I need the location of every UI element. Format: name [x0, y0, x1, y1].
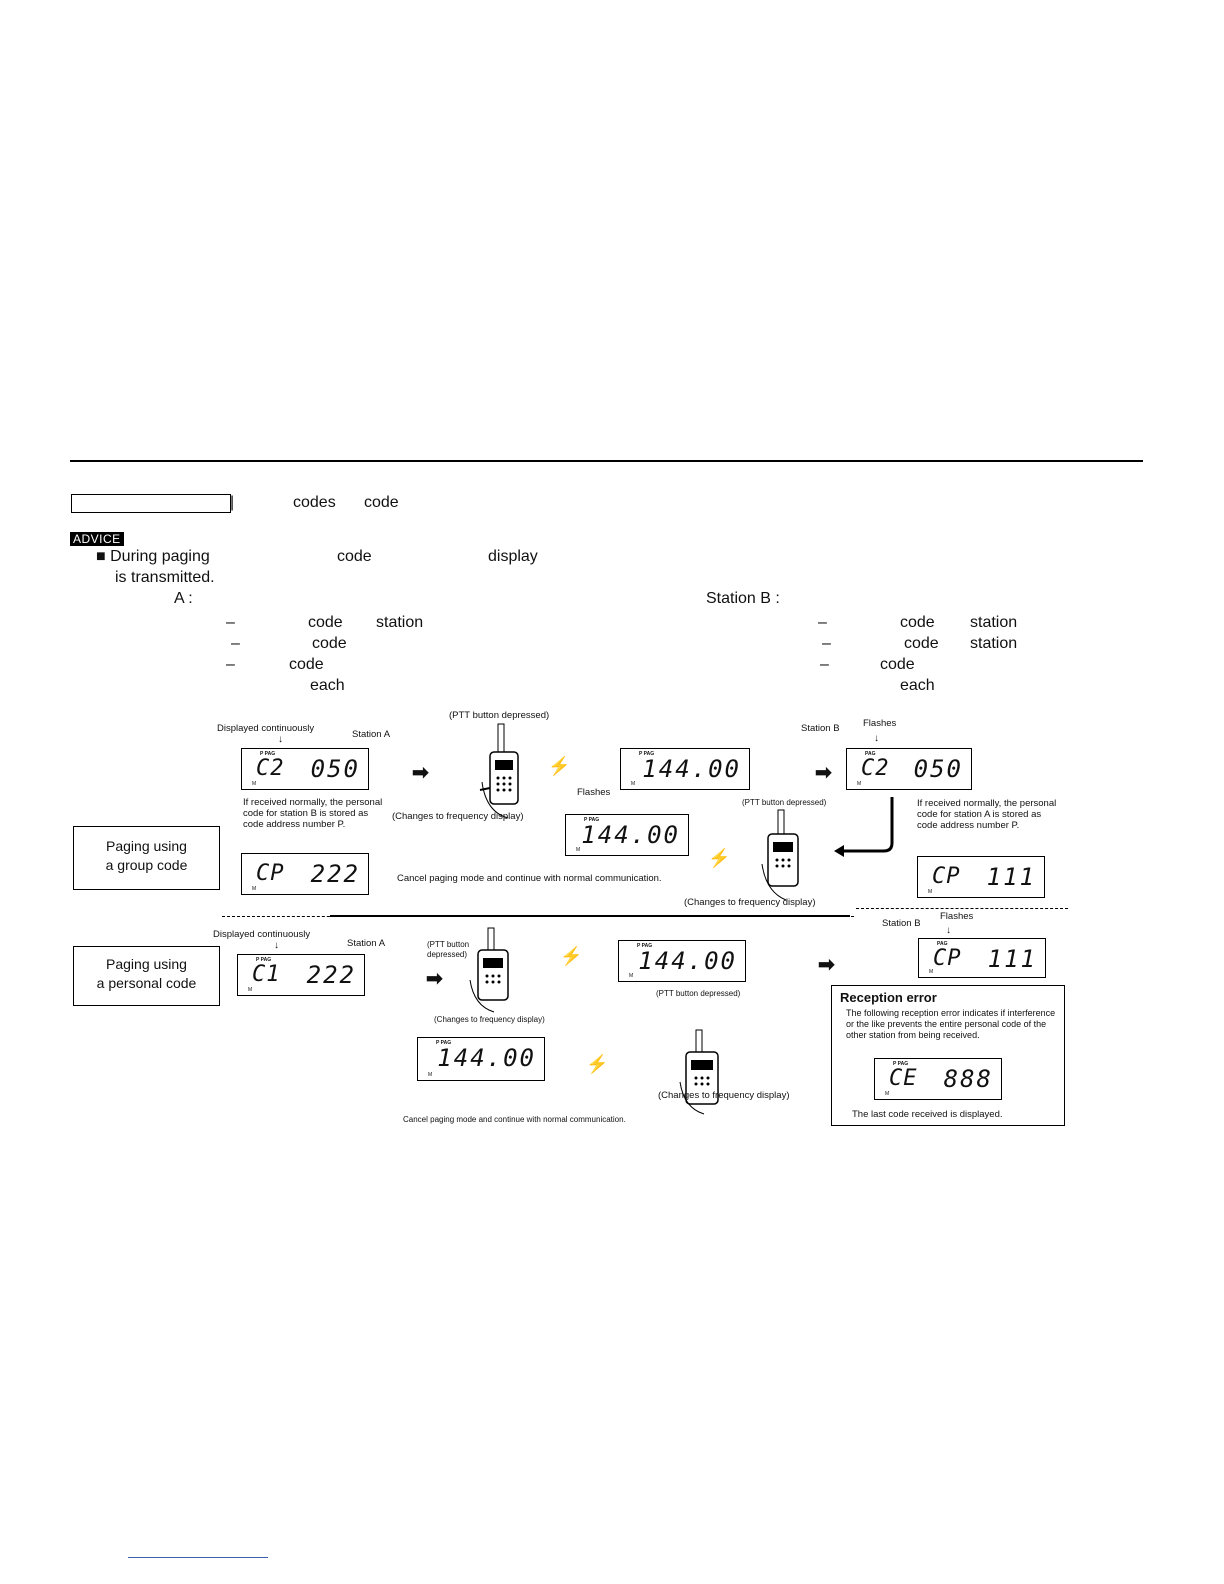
signal-icon: ⚡ — [586, 1054, 609, 1074]
ptt-depressed-label-mid: (PTT button depressed) — [656, 989, 741, 998]
lcd-display-b2: CP 111 M — [917, 856, 1045, 898]
list-item: code — [308, 614, 343, 631]
note-station-b: If received normally, the personal code … — [917, 798, 1057, 831]
lcd-freq-display-2: P PAG 144.00 M — [565, 814, 689, 856]
flashes-label: Flashes — [577, 787, 611, 798]
note-station-a: If received normally, the personal code … — [243, 797, 383, 830]
changes-freq-label: (Changes to frequency display) — [434, 1015, 545, 1024]
ptt-label-line1: (PTT button — [427, 940, 470, 949]
signal-icon: ⚡ — [548, 756, 571, 776]
changes-freq-label-2: (Changes to frequency display) — [684, 897, 816, 908]
lcd-display-b1: PAG C2 050 M — [846, 748, 972, 790]
list-item: – — [818, 614, 827, 631]
displayed-continuously-label: Displayed continuously — [217, 723, 315, 734]
lcd-display-personal-a: P PAG C1 222 M — [237, 954, 365, 996]
divider-line-right — [856, 908, 1068, 909]
lcd-display-personal-b: PAG CP 111 M — [918, 938, 1046, 978]
flashes-label-b: Flashes — [940, 911, 974, 922]
lcd-freq-display-personal-1: P PAG 144.00 M — [618, 940, 746, 982]
return-arrow-icon — [834, 797, 894, 857]
lcd-freq-display-1: P PAG 144.00 M — [620, 748, 750, 790]
advice-line1-code: code — [337, 548, 372, 565]
radio-icon — [679, 1029, 719, 1115]
list-item: station — [970, 635, 1018, 652]
reception-error-title: Reception error — [840, 990, 937, 1005]
lcd-display-error: P PAG CE 888 M — [874, 1058, 1002, 1100]
footer-line — [128, 1557, 268, 1558]
changes-freq-label: (Changes to frequency display) — [392, 811, 524, 822]
station-b-label: Station B — [882, 918, 921, 929]
list-item: each — [900, 677, 935, 694]
ptt-depressed-label-mid: (PTT button depressed) — [742, 798, 827, 807]
down-arrow-icon: ↓ — [946, 925, 951, 936]
signal-icon: ⚡ — [708, 848, 731, 868]
right-arrow-icon: ➡ — [426, 968, 443, 990]
list-item: – — [226, 614, 235, 631]
list-item: code — [289, 656, 324, 673]
section-title-box — [71, 494, 231, 513]
advice-station-a: A : — [174, 590, 193, 607]
bullet-icon: ■ — [96, 548, 106, 565]
right-arrow-icon: ➡ — [412, 762, 429, 784]
down-arrow-icon: ↓ — [874, 733, 879, 744]
down-arrow-icon: ↓ — [274, 940, 279, 951]
radio-icon — [479, 723, 519, 819]
advice-line1: ■ During paging — [96, 548, 210, 565]
ptt-depressed-label: (PTT button depressed) — [449, 710, 550, 721]
list-item: – — [822, 635, 831, 652]
advice-line1-display: display — [488, 548, 538, 565]
advice-station-b: Station B : — [706, 590, 780, 607]
list-item: station — [376, 614, 424, 631]
list-item: code — [904, 635, 939, 652]
right-arrow-icon: ➡ — [818, 954, 835, 976]
group-code-label-box: Paging using a group code — [73, 826, 220, 890]
radio-icon — [761, 809, 799, 901]
divider-line-solid — [330, 915, 850, 917]
lcd-freq-display-personal-2: P PAG 144.00 M — [417, 1037, 545, 1081]
list-item: code — [312, 635, 347, 652]
header-fragment-code: code — [364, 494, 399, 511]
reception-error-box: Reception error The following reception … — [831, 985, 1065, 1126]
radio-icon — [469, 927, 509, 1013]
reception-error-text: The following reception error indicates … — [846, 1008, 1056, 1040]
signal-icon: ⚡ — [560, 946, 583, 966]
lcd-display-a2: CP 222 M — [241, 853, 369, 895]
displayed-continuously-label: Displayed continuously — [213, 929, 311, 940]
lcd-display-a1: P PAG C2 050 M — [241, 748, 369, 790]
list-item: – — [226, 656, 235, 673]
right-arrow-icon: ➡ — [815, 762, 832, 784]
advice-label: ADVICE — [70, 532, 124, 546]
station-b-label: Station B — [801, 723, 840, 734]
list-item: code — [900, 614, 935, 631]
reception-error-caption: The last code received is displayed. — [852, 1109, 1003, 1120]
cancel-paging-text: Cancel paging mode and continue with nor… — [403, 1115, 626, 1124]
list-item: – — [231, 635, 240, 652]
list-item: – — [820, 656, 829, 673]
flashes-label-b: Flashes — [863, 718, 897, 729]
title-cursor: | — [230, 494, 235, 511]
list-item: code — [880, 656, 915, 673]
personal-code-label-box: Paging using a personal code — [73, 946, 220, 1006]
advice-line2: is transmitted. — [115, 569, 215, 586]
header-fragment-codes: codes — [293, 494, 336, 511]
changes-freq-label-right: (Changes to frequency display) — [658, 1090, 790, 1101]
cancel-paging-text: Cancel paging mode and continue with nor… — [397, 873, 662, 884]
list-item: each — [310, 677, 345, 694]
station-a-label: Station A — [352, 729, 391, 740]
station-a-label: Station A — [347, 938, 386, 949]
down-arrow-icon: ↓ — [278, 734, 283, 745]
ptt-label-line2: depressed) — [427, 950, 468, 959]
section-rule — [70, 460, 1143, 462]
list-item: station — [970, 614, 1018, 631]
